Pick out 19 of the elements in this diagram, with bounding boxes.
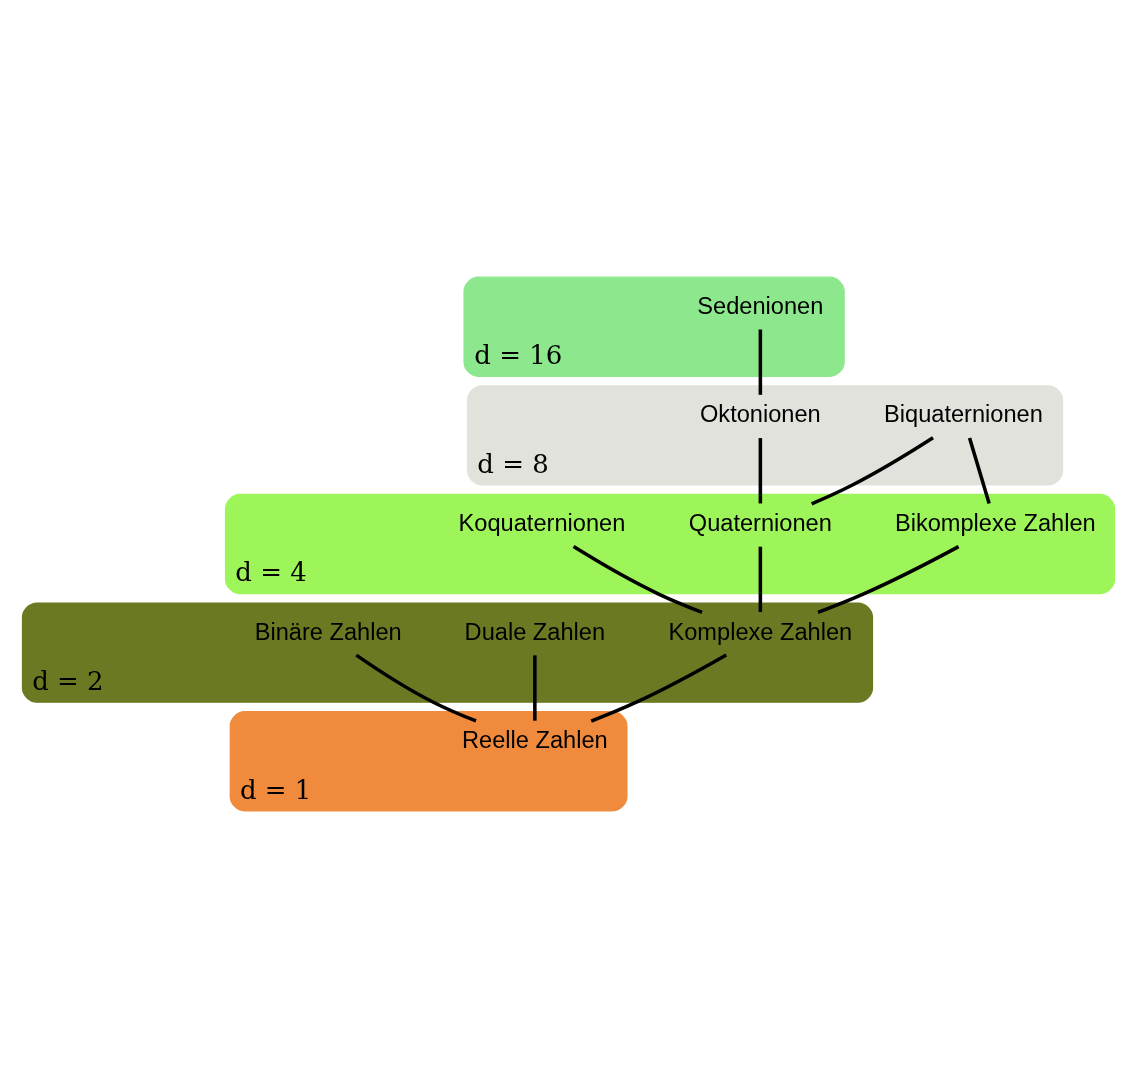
node-text: Reelle Zahlen (462, 726, 608, 753)
node-text: Duale Zahlen (464, 618, 606, 645)
node-text: Biquaternionen (884, 400, 1043, 427)
node-text: Bikomplexe Zahlen (894, 509, 1096, 536)
node-text: Koquaternionen (458, 509, 626, 536)
connector (758, 437, 763, 503)
connector (810, 435, 934, 505)
connector (817, 544, 960, 614)
connector (355, 653, 477, 723)
node-text: Sedenionen (697, 292, 824, 319)
connector (758, 328, 763, 395)
node-text: Binäre Zahlen (254, 618, 402, 645)
node-text: Oktonionen (699, 400, 821, 427)
connector (758, 546, 763, 612)
connector (572, 544, 703, 614)
node-text: Komplexe Zahlen (668, 618, 853, 645)
node-text: Quaternionen (688, 509, 832, 536)
connector (533, 654, 537, 721)
connector (590, 652, 728, 723)
